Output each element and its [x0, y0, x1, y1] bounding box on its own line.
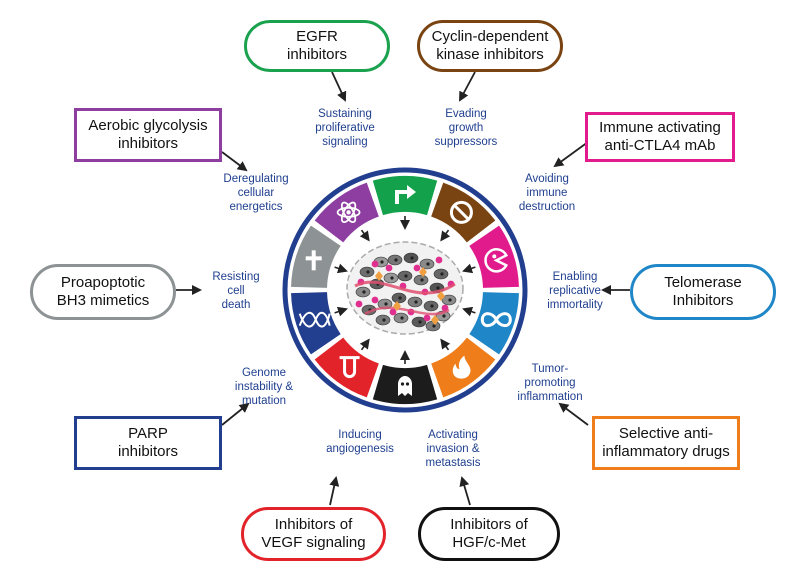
therapy-box-antiinflammatory: Selective anti- inflammatory drugs: [592, 416, 740, 470]
therapy-label-egfr: EGFR inhibitors: [286, 28, 348, 63]
therapy-box-cdk: Cyclin-dependent kinase inhibitors: [417, 20, 563, 72]
arrow-icon: [395, 185, 416, 204]
therapy-arrow: [459, 71, 476, 102]
infinity-icon: [480, 312, 512, 328]
segment-proliferative: [372, 176, 438, 216]
inner-arrow: [334, 263, 348, 274]
hallmark-label-inflammation: Tumor- promoting inflammation: [517, 363, 583, 403]
therapy-arrow: [329, 476, 340, 506]
hallmark-label-death: Resisting cell death: [212, 271, 260, 311]
therapy-arrow: [331, 71, 347, 102]
inner-arrow: [440, 229, 451, 242]
hallmark-label-invasion: Activating invasion & metastasis: [425, 429, 481, 469]
inner-arrow: [462, 306, 476, 317]
therapy-box-parp: PARP inhibitors: [74, 416, 222, 470]
segment-angiogenesis: [314, 337, 379, 398]
cross-icon: [305, 250, 322, 271]
therapy-box-bh3: Proapoptotic BH3 mimetics: [30, 264, 176, 320]
therapy-box-telomerase: Telomerase Inhibitors: [630, 264, 776, 320]
dna-icon: [298, 311, 331, 328]
inner-arrow: [462, 263, 476, 274]
therapy-arrow: [553, 141, 589, 168]
ghost-icon: [398, 376, 412, 396]
therapy-arrows: [176, 71, 630, 506]
inner-arrow: [359, 338, 370, 351]
therapy-arrow: [221, 151, 248, 172]
hallmark-label-energetics: Deregulating cellular energetics: [223, 173, 289, 213]
therapy-label-cdk: Cyclin-dependent kinase inhibitors: [431, 28, 549, 63]
flame-icon: [452, 355, 471, 379]
therapy-arrow: [459, 476, 471, 506]
segment-genome: [291, 292, 341, 355]
therapy-arrow: [558, 402, 589, 426]
therapy-label-bh3: Proapoptotic BH3 mimetics: [56, 274, 150, 309]
therapy-label-ctla4: Immune activating anti-CTLA4 mAb: [599, 119, 721, 154]
therapy-label-telomerase: Telomerase Inhibitors: [664, 274, 742, 309]
tumor-cluster-image: [346, 241, 464, 335]
hallmark-label-proliferative: Sustaining proliferative signaling: [315, 108, 375, 148]
hallmark-label-immortality: Enabling replicative immortality: [547, 271, 603, 311]
inner-arrow: [334, 306, 348, 317]
therapy-arrow: [221, 402, 250, 426]
prohibition-icon: [449, 200, 473, 224]
therapy-box-glycolysis: Aerobic glycolysis inhibitors: [74, 108, 222, 162]
atom-icon: [336, 201, 361, 224]
hallmark-label-growth: Evading growth suppressors: [434, 108, 498, 148]
inner-arrow: [359, 229, 370, 242]
pacman-icon: [484, 248, 508, 273]
hallmark-label-immune: Avoiding immune destruction: [518, 173, 576, 213]
outer-ring: [282, 167, 528, 413]
therapy-label-vegf: Inhibitors of VEGF signaling: [261, 516, 366, 551]
therapy-label-hgf: Inhibitors of HGF/c-Met: [450, 516, 528, 551]
inner-arrows: [334, 216, 476, 364]
inner-arrow: [440, 338, 451, 351]
vessel-icon: [339, 356, 360, 379]
therapy-box-hgf: Inhibitors of HGF/c-Met: [418, 507, 560, 561]
therapy-label-antiinflammatory: Selective anti- inflammatory drugs: [602, 425, 730, 460]
therapy-box-vegf: Inhibitors of VEGF signaling: [241, 507, 386, 561]
hallmark-label-angiogenesis: Inducing angiogenesis: [326, 429, 394, 455]
hallmark-label-genome: Genome instability & mutation: [234, 367, 294, 407]
therapy-label-parp: PARP inhibitors: [117, 425, 179, 460]
therapy-box-egfr: EGFR inhibitors: [244, 20, 390, 72]
therapy-label-glycolysis: Aerobic glycolysis inhibitors: [88, 117, 208, 152]
therapy-box-ctla4: Immune activating anti-CTLA4 mAb: [585, 112, 735, 162]
